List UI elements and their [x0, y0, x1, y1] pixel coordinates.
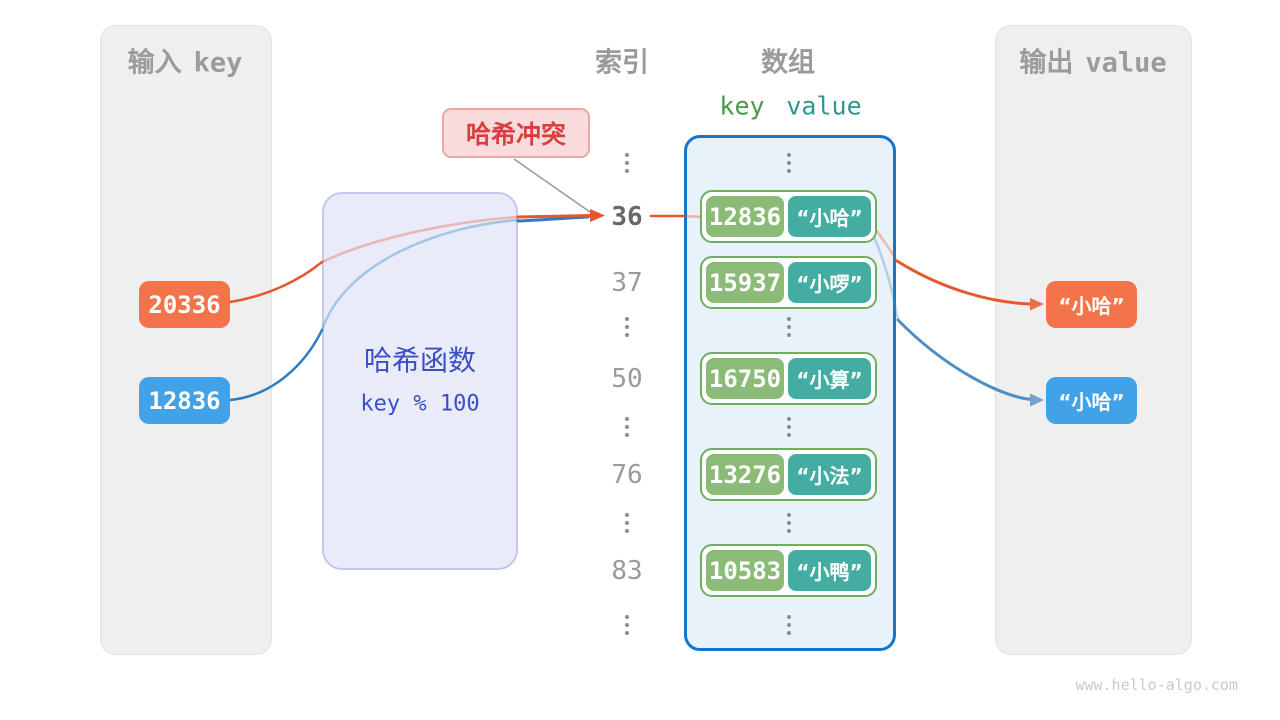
arrow-to-index-orange	[516, 214, 593, 219]
input-key-12836: 12836	[139, 377, 230, 424]
hash-function-box	[322, 192, 518, 570]
vertical-ellipsis-icon	[787, 317, 791, 337]
hash-collision-callout: 哈希冲突	[442, 108, 590, 158]
vertical-ellipsis-icon	[625, 513, 629, 533]
collision-connector-line	[513, 158, 591, 213]
array-pair-row: 13276 “小法”	[700, 448, 877, 501]
watermark: www.hello-algo.com	[1075, 676, 1238, 694]
index-cell-36: 36	[611, 202, 643, 232]
vertical-ellipsis-icon	[787, 615, 791, 635]
vertical-ellipsis-icon	[787, 513, 791, 533]
array-pair-row: 16750 “小算”	[700, 352, 877, 405]
vertical-ellipsis-icon	[625, 153, 629, 173]
index-cell-83: 83	[611, 556, 643, 586]
arrowhead-to-index	[590, 209, 605, 222]
index-cell-50: 50	[611, 364, 643, 394]
pair-value: “小啰”	[788, 262, 871, 303]
output-panel-title: 输出 value	[1019, 41, 1166, 80]
vertical-ellipsis-icon	[625, 317, 629, 337]
index-cell-76: 76	[611, 460, 643, 490]
key-column-header: key	[719, 91, 765, 121]
input-panel-title-en: key	[193, 47, 243, 79]
output-value-blue: “小哈”	[1046, 377, 1137, 424]
hash-collision-label: 哈希冲突	[465, 120, 566, 149]
hash-function-formula: key % 100	[360, 391, 480, 417]
input-key-20336: 20336	[139, 281, 230, 328]
array-pair-row: 15937 “小啰”	[700, 256, 877, 309]
hash-function-name: 哈希函数	[363, 344, 477, 377]
input-panel	[100, 25, 272, 655]
pair-key: 16750	[706, 358, 784, 399]
pair-value: “小法”	[788, 454, 871, 495]
vertical-ellipsis-icon	[625, 615, 629, 635]
input-panel-title: 输入 key	[128, 41, 243, 80]
output-panel-title-zh: 输出	[1019, 47, 1074, 79]
array-pair-row: 12836 “小哈”	[700, 190, 877, 243]
array-pair-row: 10583 “小鸭”	[700, 544, 877, 597]
pair-key: 13276	[706, 454, 784, 495]
vertical-ellipsis-icon	[787, 417, 791, 437]
output-panel-title-en: value	[1085, 47, 1167, 79]
pair-key: 12836	[706, 196, 784, 237]
index-column-header: 索引	[595, 47, 649, 79]
vertical-ellipsis-icon	[787, 153, 791, 173]
pair-value: “小哈”	[788, 196, 871, 237]
pair-value: “小鸭”	[788, 550, 871, 591]
output-panel	[995, 25, 1192, 655]
arrow-to-index-blue	[516, 215, 590, 223]
array-column-header: 数组	[761, 47, 815, 79]
vertical-ellipsis-icon	[625, 417, 629, 437]
pair-key: 10583	[706, 550, 784, 591]
index-cell-37: 37	[611, 268, 643, 298]
input-panel-title-zh: 输入	[127, 47, 182, 79]
pair-value: “小算”	[788, 358, 871, 399]
value-column-header: value	[786, 91, 862, 121]
output-value-orange: “小哈”	[1046, 281, 1137, 328]
pair-key: 15937	[706, 262, 784, 303]
